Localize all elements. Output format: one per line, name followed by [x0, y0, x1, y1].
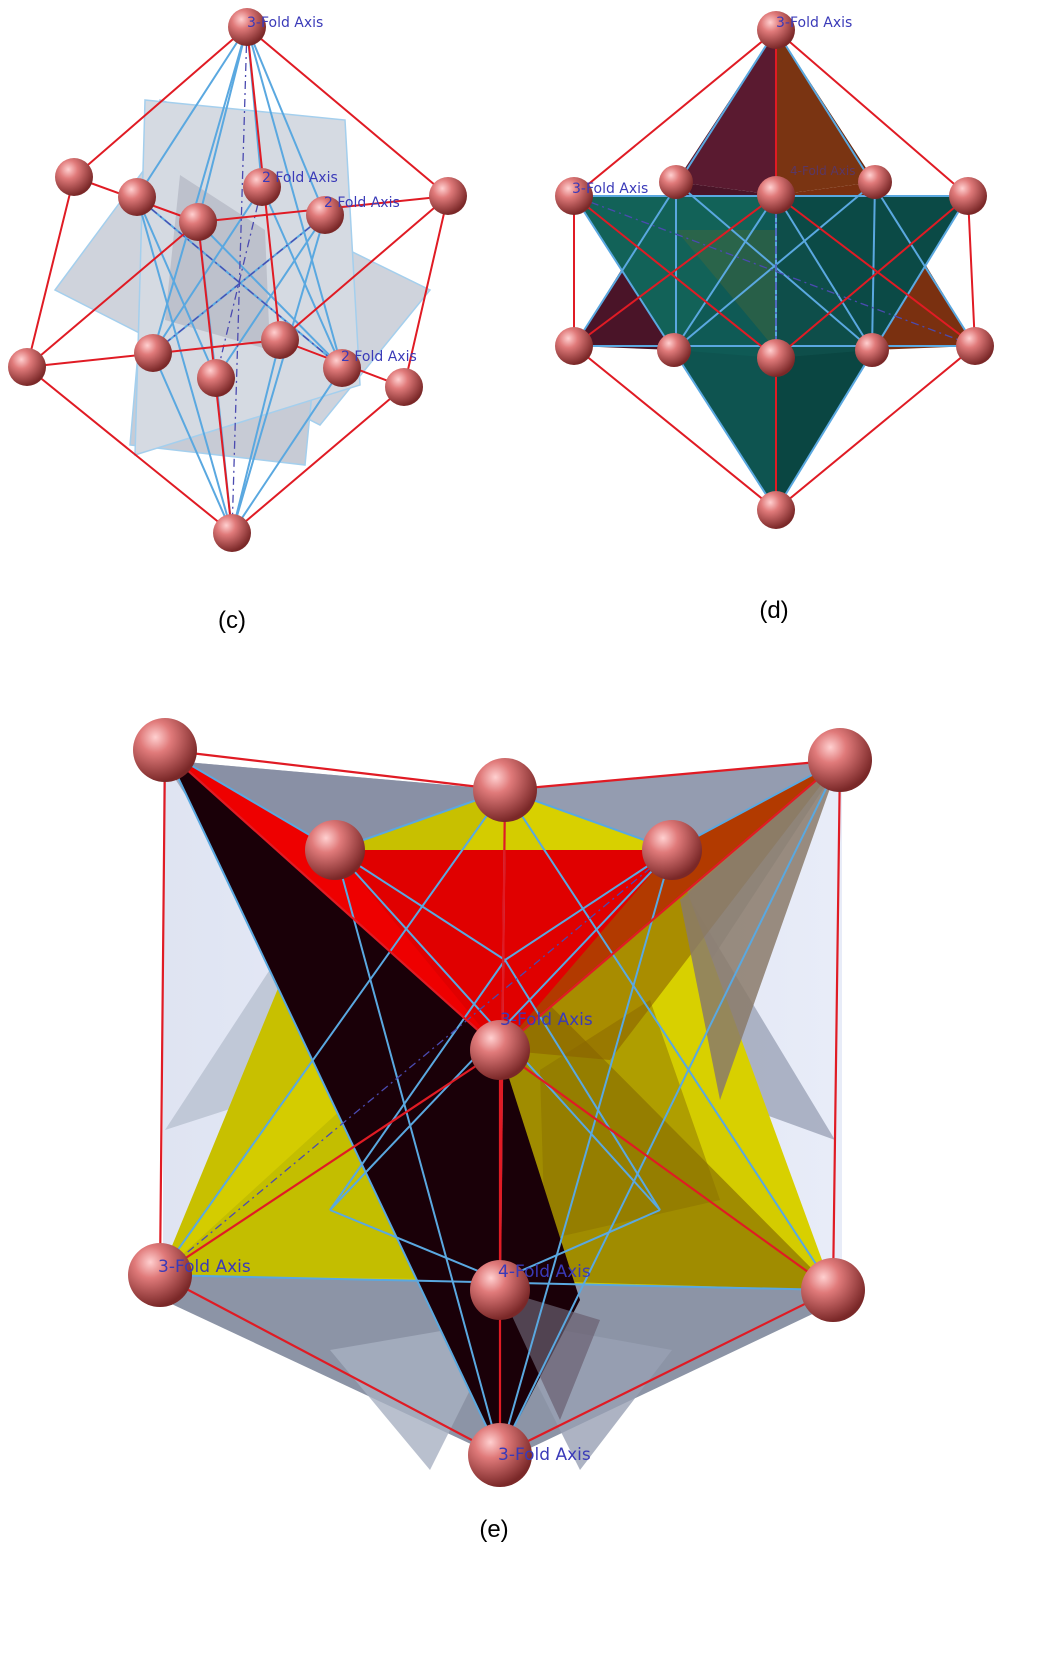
atom: [642, 820, 702, 880]
atom: [757, 176, 795, 214]
atom: [757, 339, 795, 377]
axis-label: 3-Fold Axis: [572, 181, 648, 197]
atom: [657, 333, 691, 367]
axis-label: 2 Fold Axis: [324, 195, 400, 211]
atom: [305, 820, 365, 880]
panel-label: (d): [759, 597, 788, 624]
atom: [808, 728, 872, 792]
atom: [949, 177, 987, 215]
atom: [858, 165, 892, 199]
axis-label: 3-Fold Axis: [776, 15, 852, 31]
axis-label: 3-Fold Axis: [247, 15, 323, 31]
atom: [179, 203, 217, 241]
panel-c: 3-Fold Axis 2 Fold Axis 2 Fold Axis 2 Fo…: [8, 8, 467, 634]
atom: [801, 1258, 865, 1322]
axis-label: 3-Fold Axis: [498, 1445, 591, 1465]
axis-label: 2 Fold Axis: [341, 349, 417, 365]
panel-c-planes: [55, 100, 430, 465]
atom: [429, 177, 467, 215]
atom: [555, 327, 593, 365]
atom: [197, 359, 235, 397]
panel-d: 3-Fold Axis 3-Fold Axis 4-Fold Axis (d): [555, 11, 994, 624]
atom: [55, 158, 93, 196]
atom: [757, 491, 795, 529]
axis-label: 4-Fold Axis: [498, 1262, 591, 1282]
atom: [118, 178, 156, 216]
atom: [133, 718, 197, 782]
atom: [134, 334, 172, 372]
atom: [659, 165, 693, 199]
panel-label: (c): [218, 607, 246, 634]
panel-label: (e): [479, 1516, 508, 1543]
axis-label: 2 Fold Axis: [262, 170, 338, 186]
atom: [8, 348, 46, 386]
panel-e: 3-Fold Axis 3-Fold Axis 4-Fold Axis 3-Fo…: [128, 718, 872, 1543]
axis-label: 3-Fold Axis: [158, 1257, 251, 1277]
axis-label: 3-Fold Axis: [500, 1010, 593, 1030]
atom: [473, 758, 537, 822]
axis-label: 4-Fold Axis: [790, 164, 855, 178]
atom: [855, 333, 889, 367]
atom: [213, 514, 251, 552]
atom: [261, 321, 299, 359]
atom: [385, 368, 423, 406]
atom: [956, 327, 994, 365]
